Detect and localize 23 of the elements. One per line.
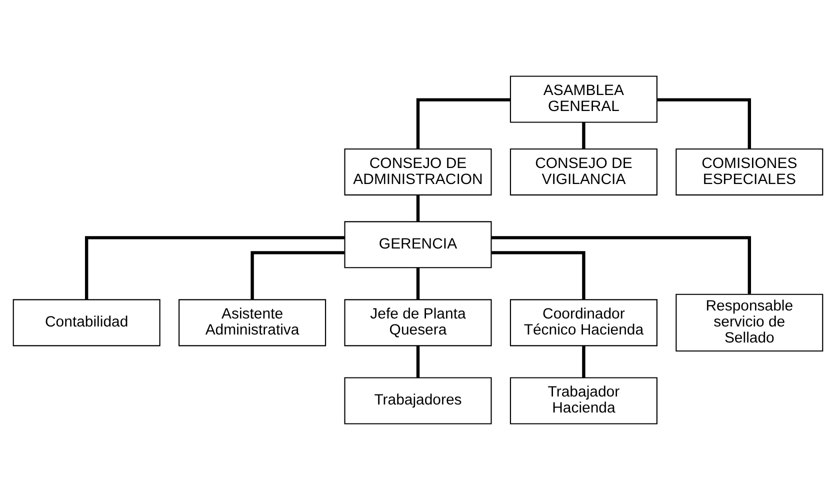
node-box: GERENCIA	[344, 220, 492, 268]
node-box: Asistente Administrativa	[178, 298, 326, 346]
connector	[416, 267, 420, 300]
node-box: Jefe de Planta Quesera	[344, 298, 492, 346]
node-box: Coordinador Técnico Hacienda	[510, 298, 658, 346]
connector	[492, 236, 752, 294]
node-box: COMISIONES ESPECIALES	[676, 148, 824, 195]
node-box: ASAMBLEA GENERAL	[510, 75, 658, 122]
connector	[416, 194, 420, 222]
connector	[582, 345, 586, 378]
node-box: Contabilidad	[12, 298, 160, 346]
connector	[84, 236, 344, 299]
connector	[582, 122, 586, 148]
node-box: Trabajador Hacienda	[510, 376, 658, 424]
node-box: CONSEJO DE VIGILANCIA	[510, 148, 658, 195]
node-box: Trabajadores	[344, 376, 492, 424]
connector	[416, 98, 510, 148]
connector	[416, 345, 420, 378]
connector	[250, 250, 344, 299]
connector	[657, 98, 752, 148]
node-box: CONSEJO DE ADMINISTRACION	[344, 148, 492, 195]
connector	[492, 250, 586, 299]
node-box: Responsable servicio de Sellado	[676, 293, 824, 352]
